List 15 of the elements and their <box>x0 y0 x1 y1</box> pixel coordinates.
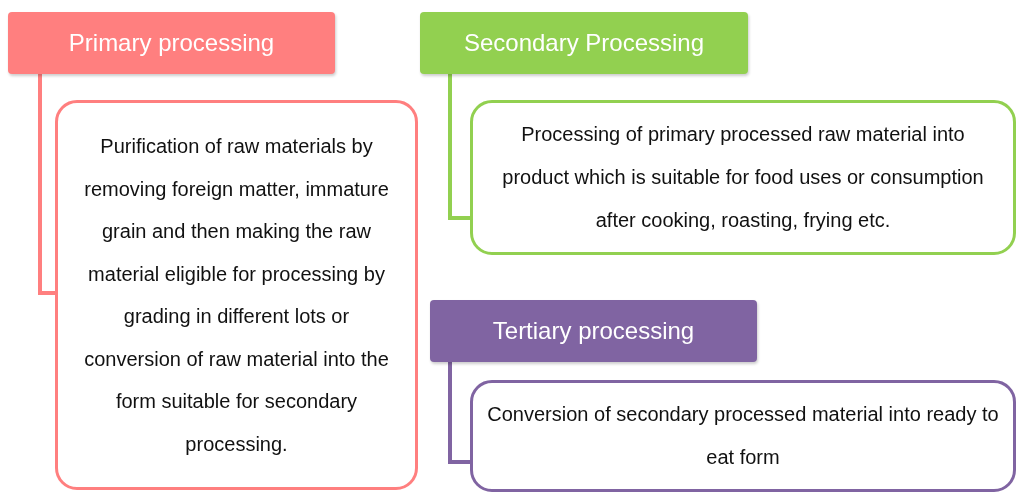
description-box <box>470 100 1016 255</box>
description-box <box>55 100 418 490</box>
description-box <box>470 380 1016 492</box>
description-text: Purification of raw materials by removing foreign matter, immature grain and then making the raw material eligible for processing by grading in different lots or conversion of raw material into the form suitable for secondary processing. <box>83 134 390 457</box>
connector-line <box>448 362 470 464</box>
connector-line <box>448 74 470 220</box>
heading-box <box>8 12 335 74</box>
heading-text: Primary processing <box>68 29 275 57</box>
heading-text: Tertiary processing <box>492 317 695 345</box>
heading-text: Secondary Processing <box>463 29 705 57</box>
heading-box <box>420 12 748 74</box>
heading-box <box>430 300 757 362</box>
description-text: Processing of primary processed raw material into product which is suitable for food uses or consumption after cooking, roasting, frying etc. <box>501 122 985 233</box>
description-text: Conversion of secondary processed material into ready to eat form <box>487 402 999 470</box>
connector-line <box>38 74 55 295</box>
